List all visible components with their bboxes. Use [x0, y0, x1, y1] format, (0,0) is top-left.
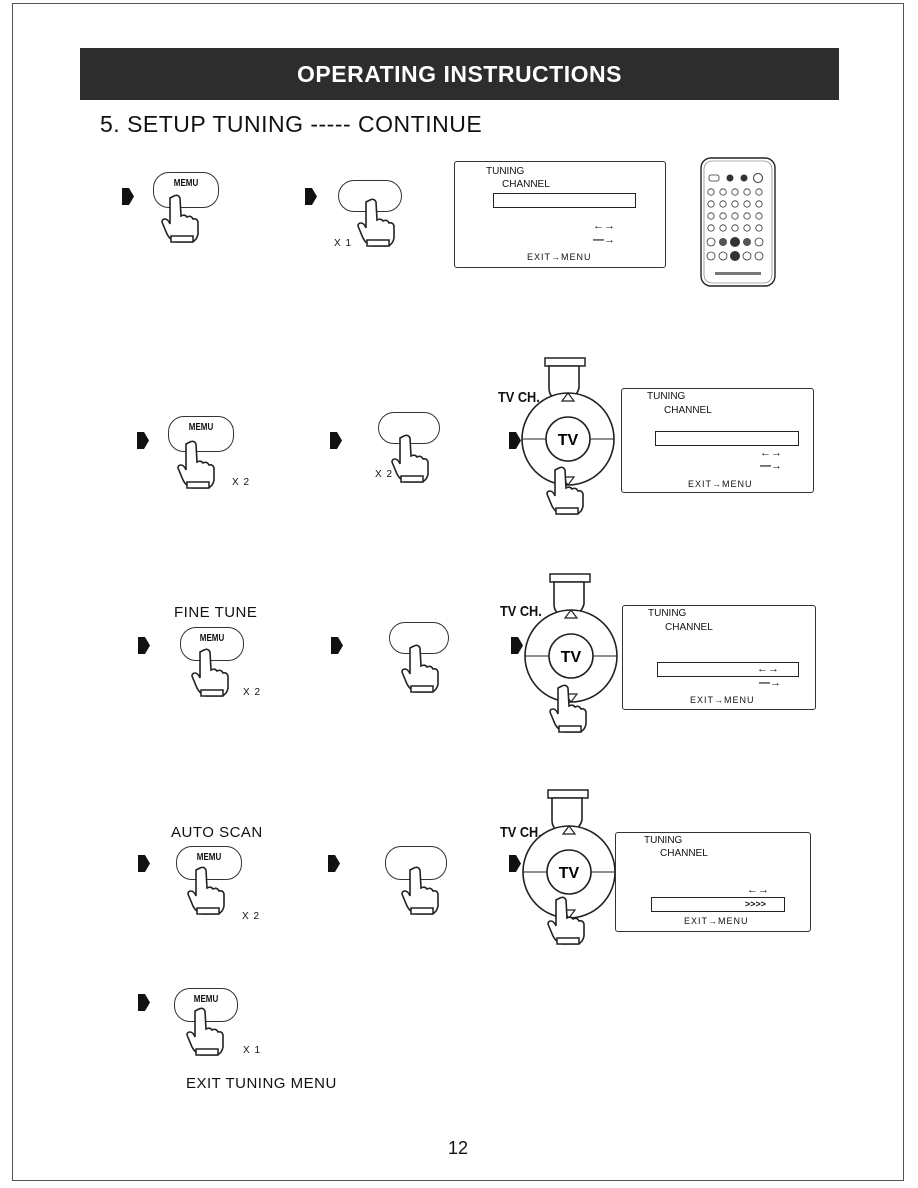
osd-tuning-label: TUNING — [648, 608, 687, 619]
osd-left-right-arrow: ←→ — [747, 884, 769, 896]
osd-right-arrow: —→ — [593, 234, 615, 246]
tuning-osd-screen: TUNING CHANNEL ←→ —→ EXIT→MENU — [454, 161, 666, 268]
step-1-marker — [138, 994, 150, 1011]
step-3-marker — [511, 637, 523, 654]
osd-right-arrow: —→ — [760, 460, 782, 472]
page-number: 12 — [448, 1138, 469, 1158]
dpad-tv-label: TV — [561, 649, 582, 666]
menu-button[interactable]: MEMU — [168, 416, 234, 452]
pointing-hand-icon — [548, 684, 588, 736]
osd-left-right-arrow: ←→ — [757, 663, 779, 675]
osd-channel-label: CHANNEL — [502, 179, 550, 190]
remote-control-icon — [700, 157, 776, 287]
osd-exit-menu: EXIT→MENU — [527, 252, 592, 262]
osd-left-right-arrow: ←→ — [760, 447, 782, 459]
tv-ch-label: TV CH. — [500, 603, 542, 620]
multiplier-label: X 2 — [232, 477, 251, 488]
pointing-hand-icon — [186, 866, 226, 916]
osd-tuning-label: TUNING — [647, 391, 686, 402]
menu-button[interactable]: MEMU — [180, 627, 244, 661]
multiplier-label: X 2 — [375, 469, 394, 480]
pointing-hand-icon — [190, 648, 230, 698]
pressing-hand-icon — [546, 788, 592, 848]
menu-button-label: MEMU — [188, 422, 214, 433]
osd-tuning-label: TUNING — [644, 835, 683, 846]
section-title: 5. SETUP TUNING ----- CONTINUE — [100, 111, 483, 137]
tuning-osd-screen: TUNING CHANNEL ←→ >>>> EXIT→MENU — [615, 832, 811, 932]
step-2-marker — [328, 855, 340, 872]
step-3-marker — [509, 855, 521, 872]
multiplier-label: X 1 — [334, 238, 353, 249]
tv-ch-label: TV CH. — [500, 824, 542, 841]
osd-highlight-bar — [651, 897, 785, 912]
pointing-hand-icon — [546, 896, 586, 948]
pointing-hand-icon — [390, 434, 430, 484]
exit-tuning-menu-caption: EXIT TUNING MENU — [186, 1075, 337, 1092]
step-2-marker — [331, 637, 343, 654]
page-banner: OPERATING INSTRUCTIONS — [80, 48, 839, 100]
osd-right-arrow: —→ — [759, 677, 781, 689]
multiplier-label: X 2 — [242, 911, 261, 922]
step-2-marker — [330, 432, 342, 449]
step-1-marker — [138, 637, 150, 654]
pointing-hand-icon — [176, 440, 216, 490]
multiplier-label: X 1 — [243, 1045, 262, 1056]
osd-left-right-arrow: ←→ — [593, 220, 615, 232]
menu-button-label: MEMU — [193, 994, 219, 1005]
osd-exit-menu: EXIT→MENU — [684, 916, 749, 926]
menu-button-label: MEMU — [196, 852, 222, 863]
step-2-marker — [305, 188, 317, 205]
tuning-osd-screen: TUNING CHANNEL ←→ —→ EXIT→MENU — [622, 605, 816, 710]
osd-scan-progress: >>>> — [745, 899, 767, 909]
menu-button-label: MEMU — [199, 633, 225, 644]
step-1-marker — [122, 188, 134, 205]
step-1-marker — [138, 855, 150, 872]
page-frame — [12, 3, 904, 1181]
menu-button[interactable]: MEMU — [176, 846, 242, 880]
fine-tune-title: FINE TUNE — [174, 604, 258, 621]
step-1-marker — [137, 432, 149, 449]
pointing-hand-icon — [160, 194, 200, 244]
tv-dpad-icon: TV — [519, 822, 619, 922]
pointing-hand-icon — [400, 866, 440, 916]
pointing-hand-icon — [185, 1007, 225, 1057]
pointing-hand-icon — [400, 644, 440, 694]
auto-scan-title: AUTO SCAN — [171, 824, 263, 841]
menu-button[interactable]: MEMU — [153, 172, 219, 208]
osd-tuning-label: TUNING — [486, 166, 525, 177]
pointing-hand-icon — [356, 198, 396, 248]
osd-highlight-bar — [655, 431, 799, 446]
pointing-hand-icon — [545, 466, 585, 518]
osd-exit-menu: EXIT→MENU — [688, 479, 753, 489]
tv-ch-label: TV CH. — [498, 389, 540, 406]
dpad-tv-label: TV — [558, 432, 579, 449]
tv-dpad-icon: TV — [518, 389, 618, 489]
menu-button-label: MEMU — [173, 178, 199, 189]
tuning-osd-screen: TUNING CHANNEL ←→ —→ EXIT→MENU — [621, 388, 814, 493]
dpad-tv-label: TV — [559, 865, 580, 882]
osd-channel-label: CHANNEL — [664, 405, 712, 416]
multiplier-label: X 2 — [243, 687, 262, 698]
tv-dpad-icon: TV — [521, 606, 621, 706]
osd-highlight-bar — [493, 193, 636, 208]
step-3-marker — [509, 432, 521, 449]
osd-channel-label: CHANNEL — [660, 848, 708, 859]
osd-exit-menu: EXIT→MENU — [690, 695, 755, 705]
osd-channel-label: CHANNEL — [665, 622, 713, 633]
osd-highlight-bar — [657, 662, 799, 677]
